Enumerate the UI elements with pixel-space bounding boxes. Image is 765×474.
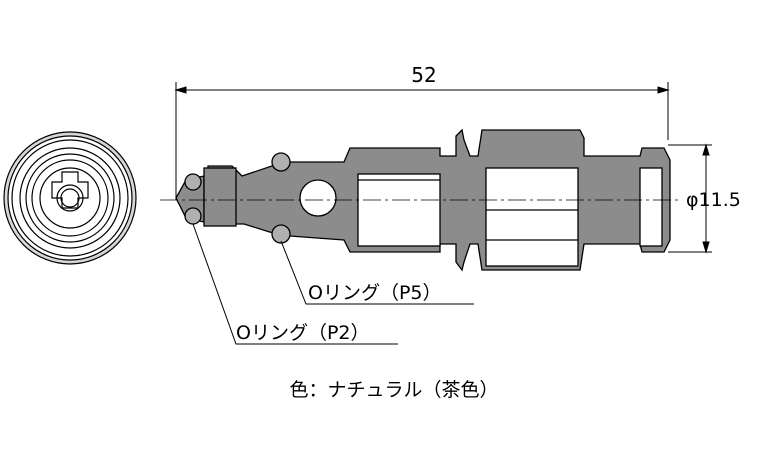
oring-p5-top: [271, 152, 291, 172]
port-hole: [299, 179, 337, 217]
sleeve-tip: [639, 167, 663, 247]
nozzle-collar: [203, 167, 237, 227]
oring-p2-label: Oリング（P2）: [236, 322, 370, 344]
diameter-dimension: [668, 143, 712, 254]
oring-p2-top: [184, 173, 202, 191]
leader-lines: [192, 223, 474, 345]
oring-p2-bottom: [184, 207, 202, 225]
oring-p5-bottom: [271, 224, 291, 244]
color-caption: 色：ナチュラル（茶色）: [289, 379, 498, 401]
diameter-value: φ11.5: [686, 189, 741, 211]
sleeve-left: [357, 173, 441, 247]
end-view: [3, 131, 137, 265]
sleeve-right: [485, 167, 579, 267]
oring-p5-label: Oリング（P5）: [308, 282, 442, 304]
length-value: 52: [411, 63, 436, 87]
length-dimension: [174, 82, 670, 200]
